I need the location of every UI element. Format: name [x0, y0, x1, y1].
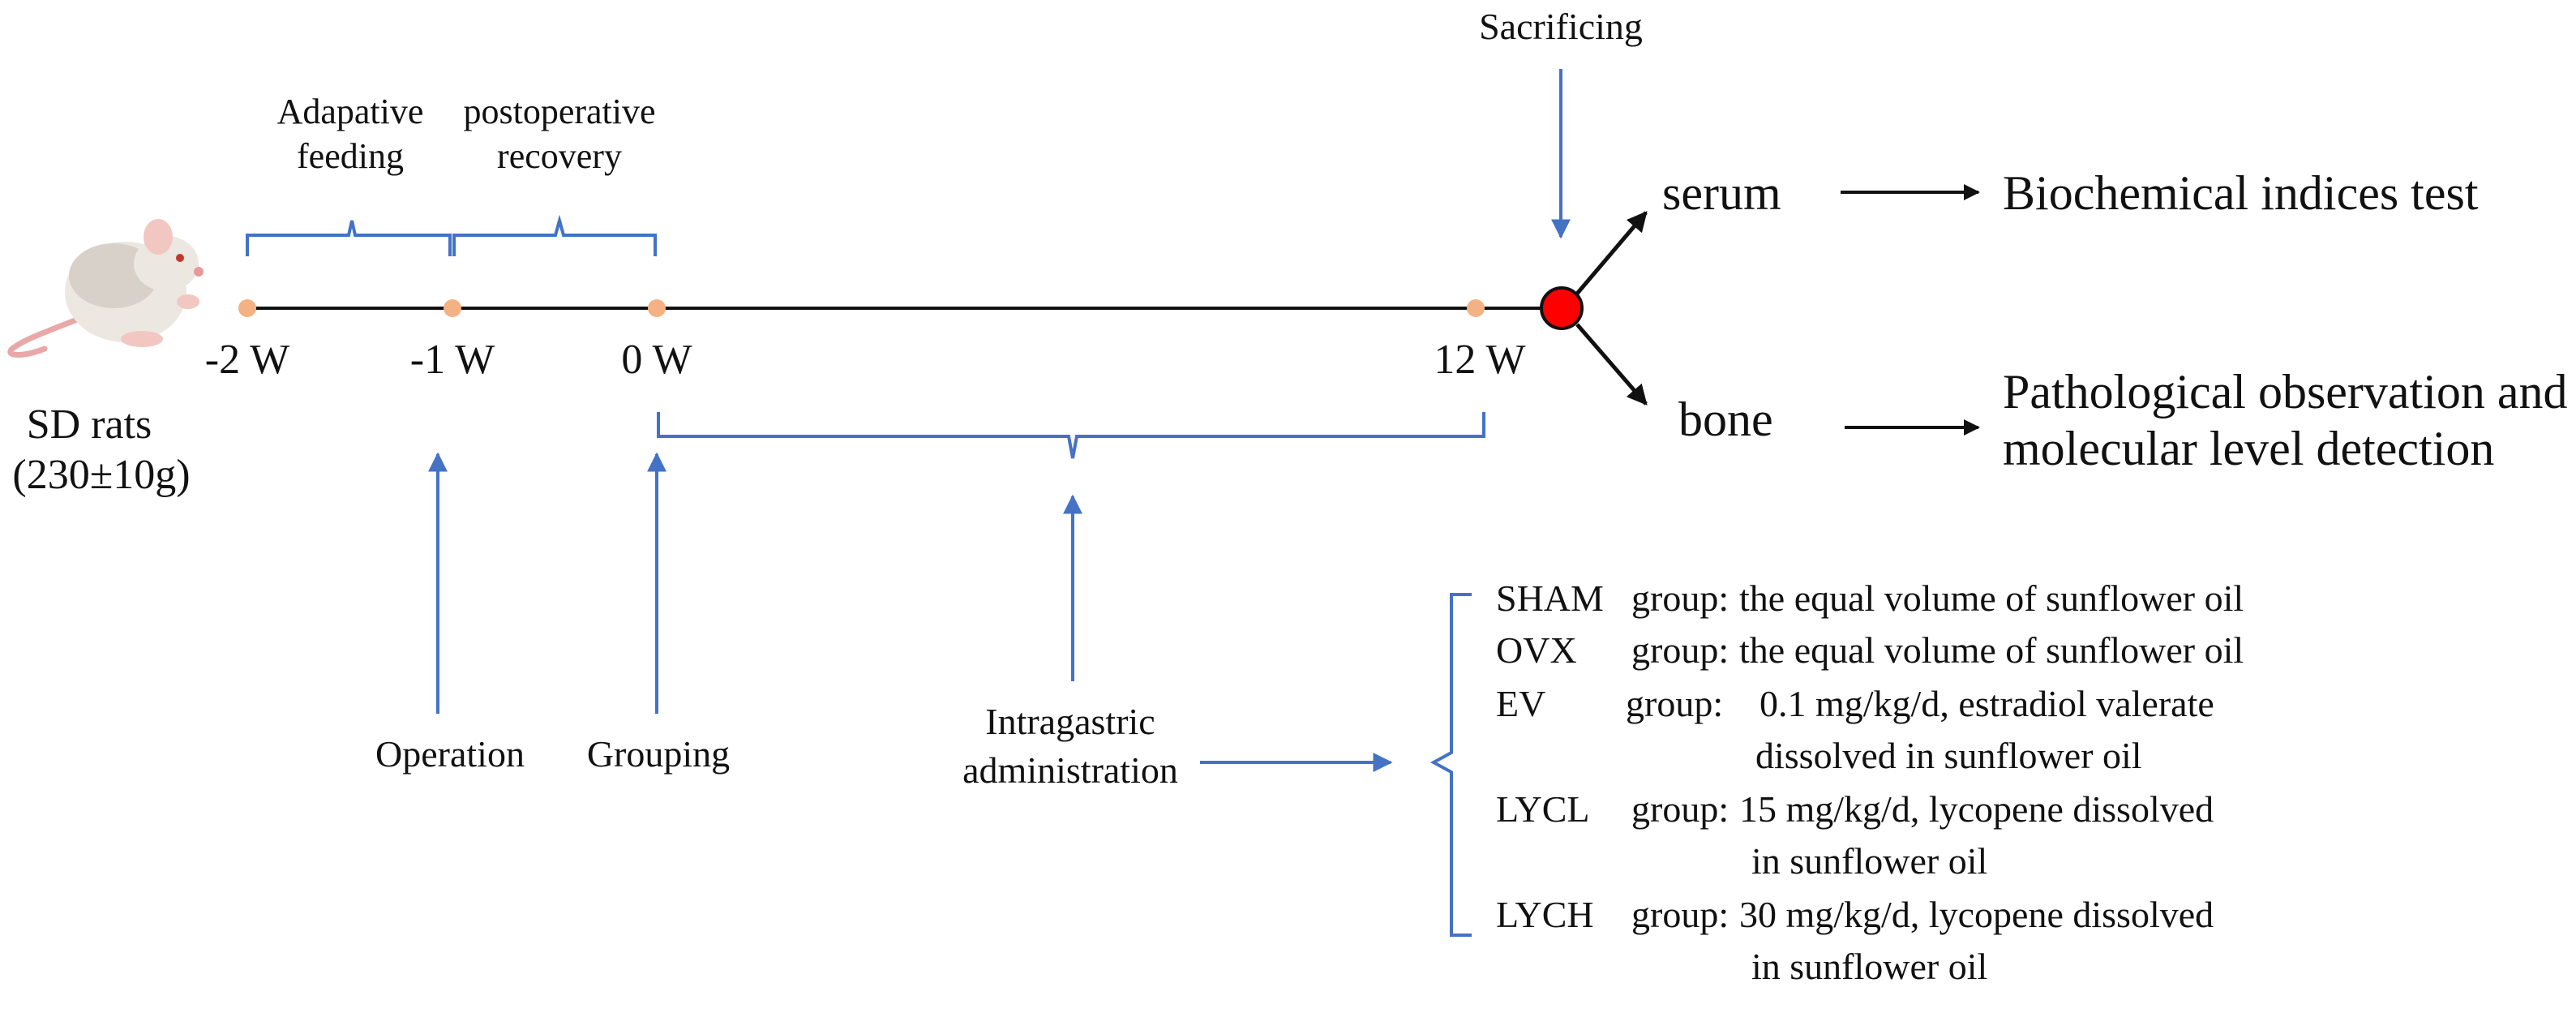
group-word-sham: group:: [1631, 577, 1729, 619]
group-lycl: LYCL group: 15 mg/kg/d, lycopene dissolv…: [1496, 788, 2214, 882]
phase-adaptive-label-line1: Adapative: [277, 92, 424, 131]
bone-test-label-line2: molecular level detection: [2003, 422, 2494, 475]
group-desc-lych-line2: in sunflower oil: [1751, 946, 1987, 987]
serum-branch-arrow: [1575, 211, 1648, 295]
group-desc-ev-line1: 0.1 mg/kg/d, estradiol valerate: [1759, 683, 2214, 724]
group-word-lycl: group:: [1631, 788, 1729, 830]
phase-recovery-label-line1: postoperative: [463, 92, 655, 131]
grouping-label: Grouping: [587, 733, 730, 775]
bone-branch-arrow: [1575, 323, 1648, 406]
week-label-0: 0 W: [621, 337, 692, 383]
rat-nose: [194, 267, 204, 277]
groups-brace: [1429, 593, 1472, 937]
bone-label: bone: [1678, 393, 1773, 446]
group-ovx: OVX group: the equal volume of sunflower…: [1496, 629, 2244, 671]
rat-front-paw: [177, 294, 199, 309]
sacrificing-label: Sacrificing: [1479, 6, 1643, 47]
timeline-point-12w: [1467, 299, 1485, 317]
group-desc-ovx: the equal volume of sunflower oil: [1739, 629, 2244, 671]
group-name-lych: LYCH: [1496, 894, 1594, 935]
rat-tail: [7, 315, 84, 358]
group-desc-lycl-line2: in sunflower oil: [1751, 840, 1987, 882]
group-desc-lych-line1: 30 mg/kg/d, lycopene dissolved: [1739, 894, 2214, 935]
phase-adaptive-brace: [246, 220, 452, 256]
group-name-ev: EV: [1496, 683, 1545, 724]
timeline-point-minus1w: [444, 299, 461, 317]
subject-label-line2: (230±10g): [12, 452, 190, 498]
intragastric-label-line1: Intragastric: [985, 701, 1155, 742]
rat-eye: [176, 254, 184, 262]
group-name-lycl: LYCL: [1496, 788, 1590, 830]
timeline-point-minus2w: [238, 299, 256, 317]
group-desc-lycl-line1: 15 mg/kg/d, lycopene dissolved: [1739, 788, 2214, 830]
group-name-ovx: OVX: [1496, 629, 1577, 671]
sacrifice-endpoint: [1540, 286, 1584, 330]
serum-label: serum: [1662, 166, 1781, 220]
group-name-sham: SHAM: [1496, 577, 1604, 619]
subject-label-line1: SD rats: [27, 401, 152, 448]
operation-label: Operation: [375, 733, 525, 775]
group-lych: LYCH group: 30 mg/kg/d, lycopene dissolv…: [1496, 894, 2214, 987]
group-word-ovx: group:: [1631, 629, 1729, 671]
intragastric-label-line2: administration: [962, 749, 1178, 791]
administration-period-brace: [657, 412, 1485, 459]
week-label-minus1: -1 W: [410, 337, 495, 383]
week-label-12: 12 W: [1434, 337, 1525, 383]
group-desc-sham: the equal volume of sunflower oil: [1739, 577, 2244, 619]
phase-recovery-label-line2: recovery: [497, 136, 622, 176]
phase-adaptive-label-line2: feeding: [297, 136, 404, 176]
rat-illustration: [7, 219, 204, 358]
timeline-point-0w: [648, 299, 666, 317]
group-desc-ev-line2: dissolved in sunflower oil: [1755, 735, 2142, 776]
group-word-ev: group:: [1626, 683, 1723, 724]
rat-hind-paw: [121, 331, 163, 347]
bone-test-label-line1: Pathological observation and: [2003, 365, 2568, 419]
group-ev: EV group: 0.1 mg/kg/d, estradiol valerat…: [1496, 683, 2214, 776]
rat-ear: [144, 219, 173, 255]
group-word-lych: group:: [1631, 894, 1729, 935]
group-sham: SHAM group: the equal volume of sunflowe…: [1496, 577, 2244, 619]
week-label-minus2: -2 W: [205, 337, 289, 383]
phase-recovery-brace: [452, 214, 657, 256]
serum-test-label: Biochemical indices test: [2003, 166, 2479, 220]
